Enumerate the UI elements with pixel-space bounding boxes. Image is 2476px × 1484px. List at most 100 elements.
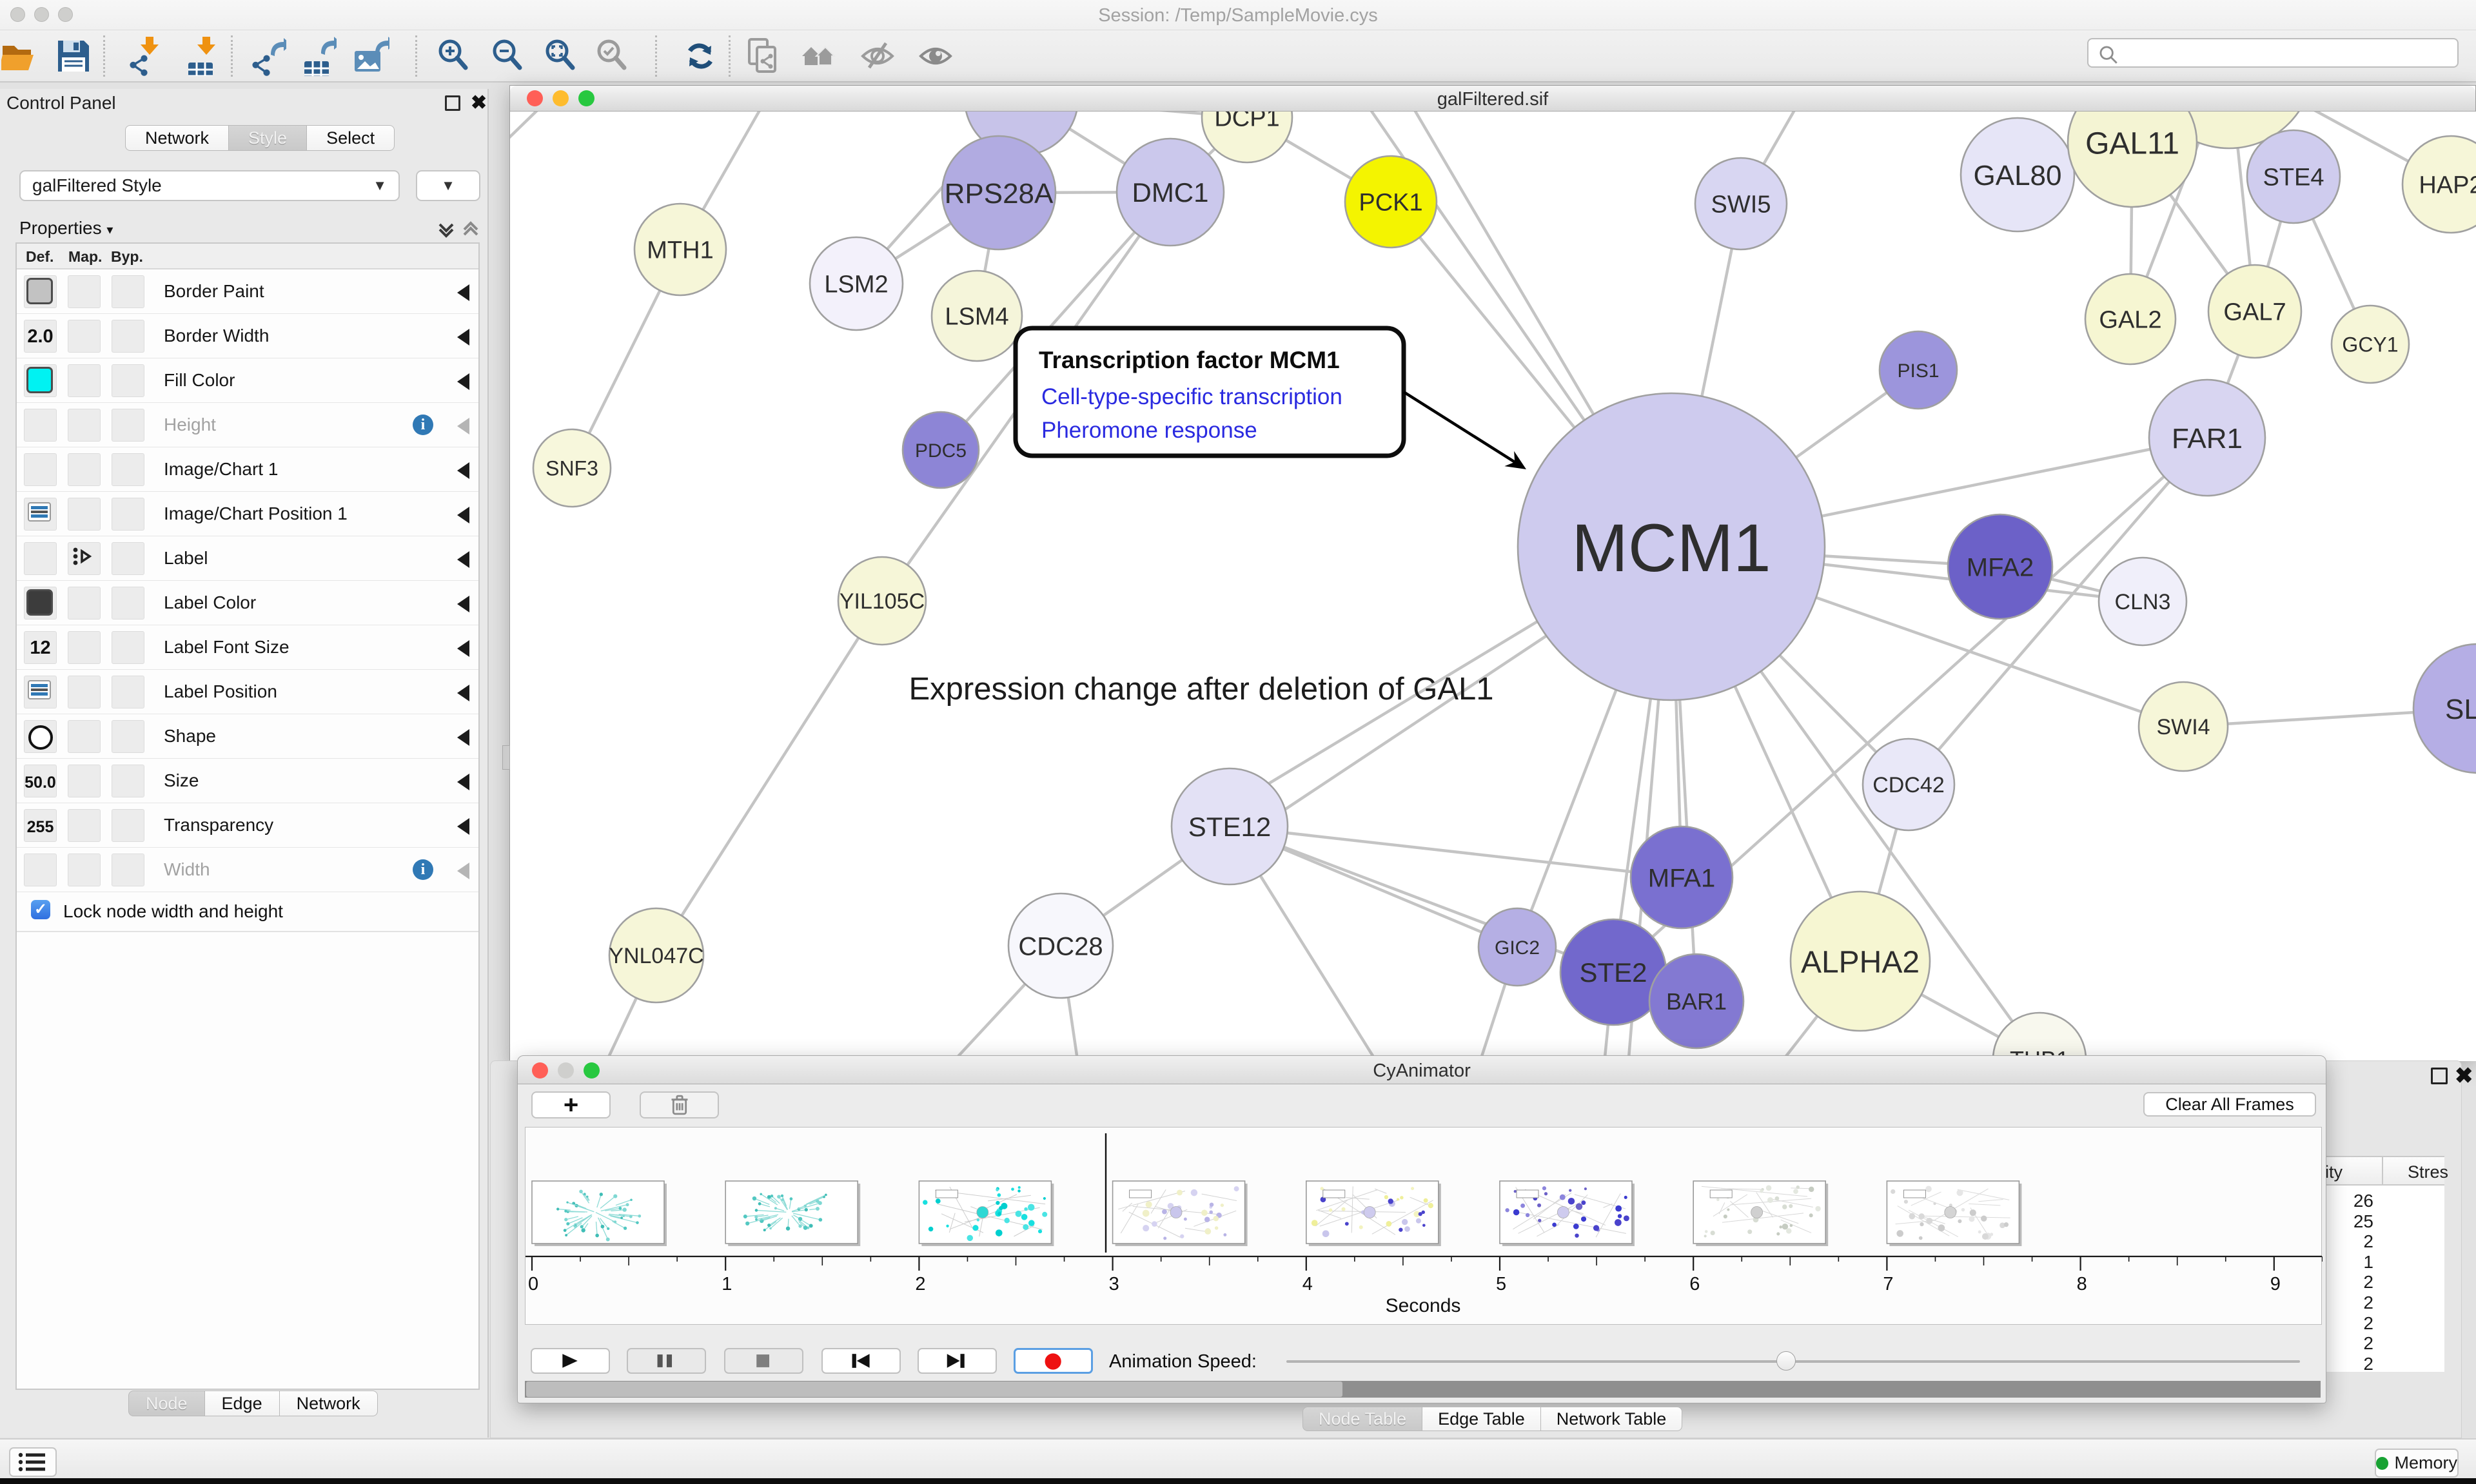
properties-header[interactable]: Properties ▾ bbox=[19, 218, 113, 238]
add-frame-button[interactable]: + bbox=[531, 1091, 611, 1119]
open-folder-icon[interactable] bbox=[0, 36, 39, 76]
property-byp-cell[interactable] bbox=[112, 631, 144, 664]
search-input[interactable] bbox=[2087, 38, 2459, 68]
property-def-cell[interactable]: 255 bbox=[24, 809, 57, 842]
property-map-cell[interactable] bbox=[68, 275, 101, 308]
lock-size-row[interactable]: ✓ Lock node width and height bbox=[17, 895, 478, 932]
collapse-expand-icons[interactable] bbox=[436, 219, 481, 241]
expand-arrow-icon[interactable] bbox=[457, 418, 469, 434]
scrollbar-thumb[interactable] bbox=[526, 1381, 1342, 1397]
property-def-cell[interactable] bbox=[24, 364, 57, 397]
column-header-ity[interactable]: ity bbox=[2325, 1162, 2343, 1182]
property-def-cell[interactable] bbox=[24, 542, 57, 575]
network-node-mth1[interactable]: MTH1 bbox=[633, 202, 727, 297]
network-node-gal11[interactable]: GAL11 bbox=[2067, 112, 2198, 208]
table-cell-value[interactable]: 2 bbox=[2363, 1353, 2373, 1374]
network-node-lsm4[interactable]: LSM4 bbox=[930, 269, 1023, 362]
property-map-cell[interactable] bbox=[68, 364, 101, 397]
tab-node-table[interactable]: Node Table bbox=[1302, 1407, 1423, 1431]
cyanimator-titlebar[interactable]: CyAnimator bbox=[518, 1056, 2326, 1084]
close-icon[interactable] bbox=[527, 90, 543, 106]
network-node-tub1[interactable]: TUB1 bbox=[1992, 1011, 2087, 1061]
eye-slash-icon[interactable] bbox=[860, 36, 898, 76]
network-node-swi5[interactable]: SWI5 bbox=[1694, 157, 1788, 251]
property-def-cell[interactable]: 12 bbox=[24, 631, 57, 664]
property-byp-cell[interactable] bbox=[112, 320, 144, 353]
network-node-mfa2[interactable]: MFA2 bbox=[1947, 513, 2054, 620]
property-map-cell[interactable] bbox=[68, 676, 101, 708]
property-map-cell[interactable] bbox=[68, 453, 101, 486]
network-node-yil105c[interactable]: YIL105C bbox=[837, 556, 927, 646]
tab-select[interactable]: Select bbox=[307, 125, 395, 151]
property-map-cell[interactable] bbox=[68, 498, 101, 531]
network-node-mcm1[interactable]: MCM1 bbox=[1517, 392, 1826, 701]
table-cell-value[interactable]: 2 bbox=[2363, 1293, 2373, 1313]
panel-divider-handle[interactable] bbox=[502, 745, 510, 770]
network-node-cln3[interactable]: CLN3 bbox=[2098, 556, 2188, 647]
property-map-cell[interactable] bbox=[68, 631, 101, 664]
property-def-cell[interactable] bbox=[24, 409, 57, 442]
property-map-cell[interactable] bbox=[68, 765, 101, 797]
expand-arrow-icon[interactable] bbox=[457, 329, 469, 346]
property-row-label-color[interactable]: Label Color bbox=[17, 581, 478, 625]
property-byp-cell[interactable] bbox=[112, 453, 144, 486]
close-panel-icon[interactable]: ✖ bbox=[471, 92, 487, 113]
network-edge[interactable] bbox=[1229, 825, 1682, 879]
timeline-frame-thumbnail[interactable] bbox=[918, 1180, 1054, 1246]
property-def-cell[interactable] bbox=[24, 720, 57, 753]
network-node-slt2[interactable]: SLT2 bbox=[2412, 643, 2476, 774]
network-node-gal7[interactable]: GAL7 bbox=[2207, 264, 2303, 359]
timeline-frame-thumbnail[interactable] bbox=[531, 1180, 667, 1246]
network-node-gal2[interactable]: GAL2 bbox=[2084, 273, 2177, 366]
window-zoom-icon[interactable] bbox=[58, 7, 73, 22]
play-button[interactable] bbox=[531, 1348, 610, 1374]
property-byp-cell[interactable] bbox=[112, 765, 144, 797]
expand-arrow-icon[interactable] bbox=[457, 551, 469, 568]
table-cell-value[interactable]: 26 bbox=[2353, 1191, 2373, 1211]
property-def-cell[interactable] bbox=[24, 587, 57, 620]
export-table-icon[interactable] bbox=[299, 36, 342, 82]
property-map-cell[interactable] bbox=[68, 587, 101, 620]
property-row-label-position[interactable]: Label Position bbox=[17, 670, 478, 714]
delete-frame-button[interactable] bbox=[640, 1091, 719, 1118]
clear-all-frames-button[interactable]: Clear All Frames bbox=[2143, 1092, 2316, 1117]
network-node-pdc5[interactable]: PDC5 bbox=[901, 411, 980, 489]
step-forward-button[interactable] bbox=[918, 1348, 997, 1374]
memory-button[interactable]: Memory bbox=[2375, 1449, 2459, 1478]
property-row-label[interactable]: Label bbox=[17, 536, 478, 581]
network-node-ste12[interactable]: STE12 bbox=[1170, 767, 1289, 886]
expand-arrow-icon[interactable] bbox=[457, 507, 469, 523]
property-map-cell[interactable] bbox=[68, 809, 101, 842]
network-node-alpha2[interactable]: ALPHA2 bbox=[1789, 890, 1931, 1032]
network-edge[interactable] bbox=[655, 600, 883, 957]
property-byp-cell[interactable] bbox=[112, 364, 144, 397]
expand-arrow-icon[interactable] bbox=[457, 284, 469, 301]
canvas-caption[interactable]: Expression change after deletion of GAL1 bbox=[909, 672, 1493, 707]
network-node-snf3[interactable]: SNF3 bbox=[532, 428, 612, 508]
property-def-cell[interactable]: 50.0 bbox=[24, 765, 57, 797]
network-node-cdc42[interactable]: CDC42 bbox=[1862, 737, 1956, 832]
zoom-fit-icon[interactable] bbox=[542, 36, 579, 76]
property-row-image-chart-position-1[interactable]: Image/Chart Position 1 bbox=[17, 492, 478, 536]
network-node-pck1[interactable]: PCK1 bbox=[1344, 155, 1438, 249]
property-def-cell[interactable]: 2.0 bbox=[24, 320, 57, 353]
close-icon[interactable] bbox=[532, 1062, 548, 1079]
expand-arrow-icon[interactable] bbox=[457, 596, 469, 612]
minimize-icon[interactable] bbox=[558, 1062, 574, 1079]
network-node-dmc1[interactable]: DMC1 bbox=[1115, 137, 1225, 247]
table-cell-value[interactable]: 2 bbox=[2363, 1272, 2373, 1293]
refresh-icon[interactable] bbox=[681, 36, 718, 76]
zoom-icon[interactable] bbox=[584, 1062, 600, 1079]
property-def-cell[interactable] bbox=[24, 854, 57, 886]
network-node-gic2[interactable]: GIC2 bbox=[1477, 907, 1557, 987]
tab-node[interactable]: Node bbox=[128, 1391, 205, 1416]
copy-document-icon[interactable] bbox=[745, 36, 783, 76]
style-options-button[interactable]: ▼ bbox=[416, 170, 480, 201]
property-byp-cell[interactable] bbox=[112, 720, 144, 753]
import-table-icon[interactable] bbox=[181, 36, 218, 83]
